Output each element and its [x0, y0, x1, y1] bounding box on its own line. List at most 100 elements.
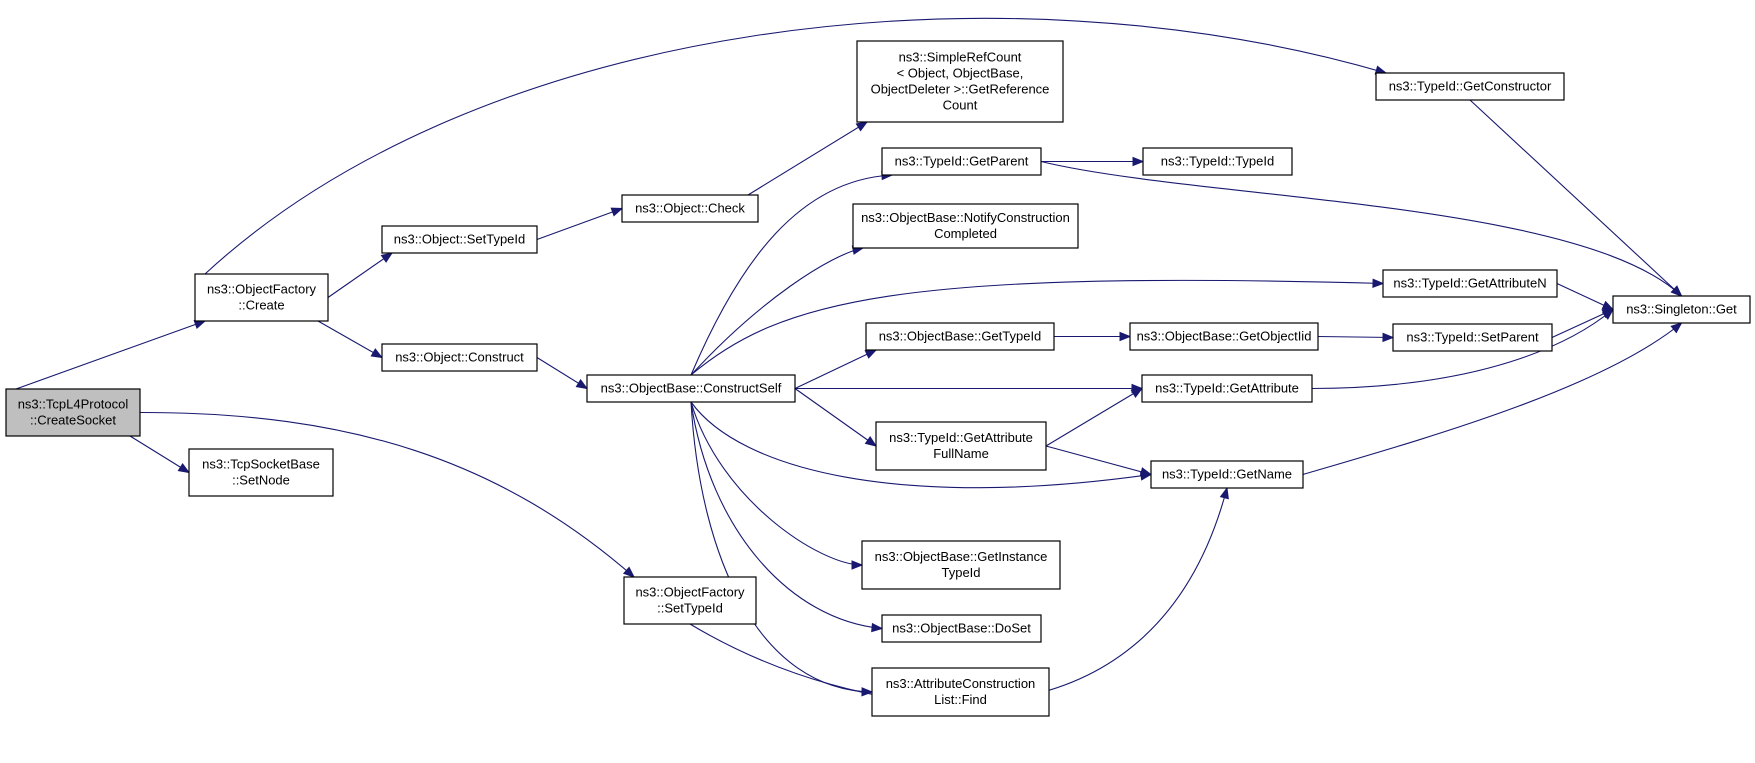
- edge-arrowhead: [864, 436, 878, 447]
- node-typeid_getattribute[interactable]: ns3::TypeId::GetAttribute: [1141, 374, 1313, 403]
- edge-arrowhead: [1119, 331, 1132, 342]
- node-box: [586, 374, 796, 403]
- node-objectbase_constructself[interactable]: ns3::ObjectBase::ConstructSelf: [586, 374, 796, 403]
- node-label-line: ns3::Singleton::Get: [1626, 302, 1737, 317]
- node-box: [623, 576, 757, 625]
- node-box: [5, 388, 141, 437]
- node-label-line: ns3::TypeId::GetAttribute: [1155, 381, 1299, 396]
- edge-line: [1045, 388, 1143, 447]
- node-typeid_getparent[interactable]: ns3::TypeId::GetParent: [881, 147, 1042, 176]
- node-box: [1141, 374, 1313, 403]
- edge-line: [1317, 335, 1394, 339]
- edge-objectbase_constructself-to-typeid_getattributefullname: [794, 388, 878, 447]
- node-label-line: ns3::Object::SetTypeId: [394, 232, 526, 247]
- edge-arrowhead: [871, 622, 884, 633]
- node-label-line: ns3::AttributeConstruction: [886, 676, 1036, 691]
- node-box: [881, 147, 1042, 176]
- node-objfactory_settypeid[interactable]: ns3::ObjectFactory::SetTypeId: [623, 576, 757, 625]
- edge-arrowhead: [851, 560, 864, 570]
- edge-line: [794, 388, 877, 447]
- node-label-line: ns3::TypeId::TypeId: [1161, 154, 1274, 169]
- edge-line: [690, 247, 864, 376]
- node-label-line: ns3::ObjectFactory: [635, 585, 745, 600]
- edge-line: [1311, 309, 1614, 390]
- node-singleton_get[interactable]: ns3::Singleton::Get: [1612, 295, 1751, 324]
- edge-objfactory_create-to-object_construct: [317, 320, 384, 359]
- edge-typeid_getattributen-to-singleton_get: [1556, 283, 1615, 311]
- node-object_settypeid[interactable]: ns3::Object::SetTypeId: [381, 225, 538, 254]
- node-tcpsocketbase_setnode[interactable]: ns3::TcpSocketBase::SetNode: [188, 448, 334, 497]
- node-objectbase_doset[interactable]: ns3::ObjectBase::DoSet: [881, 614, 1042, 643]
- edge-tcp_createsocket-to-objfactory_create: [15, 320, 207, 390]
- edge-objfactory_create-to-object_settypeid: [327, 252, 394, 298]
- node-label-line: ObjectDeleter >::GetReference: [871, 82, 1050, 97]
- edge-object_construct-to-objectbase_constructself: [536, 357, 589, 390]
- node-box: [1375, 72, 1565, 101]
- edge-typeid_getconstructor-to-singleton_get: [1469, 99, 1683, 297]
- node-typeid_getname[interactable]: ns3::TypeId::GetName: [1150, 460, 1304, 489]
- edge-object_settypeid-to-object_check: [536, 207, 624, 241]
- node-objectbase_gettypeid[interactable]: ns3::ObjectBase::GetTypeId: [865, 322, 1055, 351]
- node-label-line: ns3::ObjectBase::GetInstance: [875, 549, 1048, 564]
- node-box: [194, 273, 329, 322]
- node-box: [1382, 269, 1558, 298]
- edge-objectbase_constructself-to-typeid_getattribute: [795, 383, 1144, 394]
- edge-typeid_getattributefullname-to-typeid_getattribute: [1045, 387, 1144, 447]
- node-label-line: ns3::SimpleRefCount: [899, 50, 1022, 65]
- node-object_construct[interactable]: ns3::Object::Construct: [381, 343, 538, 372]
- edge-arrowhead: [177, 462, 191, 474]
- node-box: [871, 667, 1050, 717]
- edge-typeid_getparent-to-typeid_typeid: [1041, 156, 1145, 167]
- edge-line: [690, 401, 863, 566]
- node-label-line: ::SetNode: [232, 473, 290, 488]
- node-tcp_createsocket[interactable]: ns3::TcpL4Protocol::CreateSocket: [5, 388, 141, 437]
- nodes-layer: ns3::TcpL4Protocol::CreateSocketns3::Obj…: [5, 40, 1751, 717]
- node-typeid_getattributen[interactable]: ns3::TypeId::GetAttributeN: [1382, 269, 1558, 298]
- node-box: [856, 40, 1064, 123]
- node-label-line: List::Find: [934, 692, 987, 707]
- node-objectbase_notify[interactable]: ns3::ObjectBase::NotifyConstructionCompl…: [852, 203, 1079, 249]
- edge-objectbase_constructself-to-objectbase_gettypeid: [794, 349, 878, 389]
- node-box: [1129, 322, 1319, 351]
- node-box: [852, 203, 1079, 249]
- edge-arrowhead: [193, 320, 207, 330]
- node-label-line: ns3::Object::Check: [635, 201, 745, 216]
- edge-objectbase_constructself-to-attrconstructionlist_find: [690, 401, 874, 697]
- edge-arrowhead: [1601, 308, 1615, 320]
- node-typeid_getconstructor[interactable]: ns3::TypeId::GetConstructor: [1375, 72, 1565, 101]
- node-object_check[interactable]: ns3::Object::Check: [621, 194, 759, 223]
- edge-arrowhead: [1130, 387, 1144, 398]
- edge-tcp_createsocket-to-tcpsocketbase_setnode: [129, 435, 191, 474]
- edge-tcp_createsocket-to-objfactory_settypeid: [139, 411, 636, 578]
- node-box: [875, 421, 1047, 471]
- node-typeid_typeid[interactable]: ns3::TypeId::TypeId: [1142, 147, 1293, 176]
- node-objectbase_getobjectiid[interactable]: ns3::ObjectBase::GetObjectIid: [1129, 322, 1319, 351]
- node-label-line: ::SetTypeId: [657, 601, 723, 616]
- node-label-line: ::Create: [238, 298, 284, 313]
- node-label-line: FullName: [933, 446, 989, 461]
- node-simplerefcount[interactable]: ns3::SimpleRefCount< Object, ObjectBase,…: [856, 40, 1064, 123]
- edge-line: [536, 207, 623, 241]
- edge-arrowhead: [380, 252, 394, 263]
- node-label-line: ::CreateSocket: [30, 413, 116, 428]
- edge-line: [690, 401, 873, 693]
- node-label-line: ns3::Object::Construct: [395, 350, 524, 365]
- node-label-line: ns3::TypeId::GetName: [1162, 467, 1292, 482]
- edge-line: [129, 435, 190, 473]
- edge-typeid_getname-to-singleton_get: [1302, 322, 1683, 476]
- node-typeid_setparent[interactable]: ns3::TypeId::SetParent: [1392, 323, 1553, 352]
- edge-arrowhead: [1670, 285, 1683, 297]
- edge-arrowhead: [1382, 332, 1395, 343]
- node-objfactory_create[interactable]: ns3::ObjectFactory::Create: [194, 273, 329, 322]
- edge-arrowhead: [855, 121, 869, 132]
- edge-line: [327, 252, 393, 298]
- edge-arrowhead: [1372, 278, 1385, 288]
- node-box: [1150, 460, 1304, 489]
- node-box: [881, 614, 1042, 643]
- edge-line: [1302, 322, 1682, 476]
